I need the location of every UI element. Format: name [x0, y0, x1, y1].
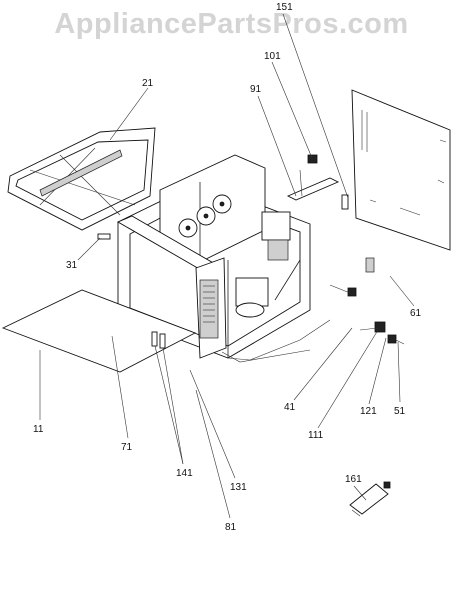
callout-91: 91 — [250, 84, 262, 95]
right-side-hardware — [329, 257, 405, 345]
callout-121: 121 — [360, 406, 377, 417]
callout-labels: 151 101 91 21 31 61 41 121 51 111 11 71 … — [33, 2, 422, 533]
callout-81: 81 — [225, 522, 237, 533]
callout-71: 71 — [121, 442, 133, 453]
callout-51: 51 — [394, 406, 406, 417]
callout-41: 41 — [284, 402, 296, 413]
part-161-tube — [349, 481, 391, 517]
watermark-text: AppliancePartsPros.com — [54, 8, 409, 40]
oven-cavity — [116, 154, 331, 363]
callout-111: 111 — [308, 430, 324, 441]
small-parts — [97, 233, 166, 349]
top-panel-assembly — [7, 127, 156, 231]
floor-panel — [1, 289, 197, 373]
callout-31: 31 — [66, 260, 78, 271]
leader-lines — [39, 13, 415, 519]
callout-141: 141 — [176, 468, 193, 479]
callout-161: 161 — [345, 474, 362, 485]
callout-21: 21 — [142, 78, 154, 89]
callout-131: 131 — [230, 482, 247, 493]
callout-11: 11 — [33, 424, 44, 435]
callout-101: 101 — [264, 51, 281, 62]
back-panel — [341, 89, 451, 251]
part-101-bracket — [286, 154, 340, 201]
callout-151: 151 — [276, 2, 293, 13]
fan-blades — [178, 194, 232, 238]
callout-61: 61 — [410, 308, 422, 319]
